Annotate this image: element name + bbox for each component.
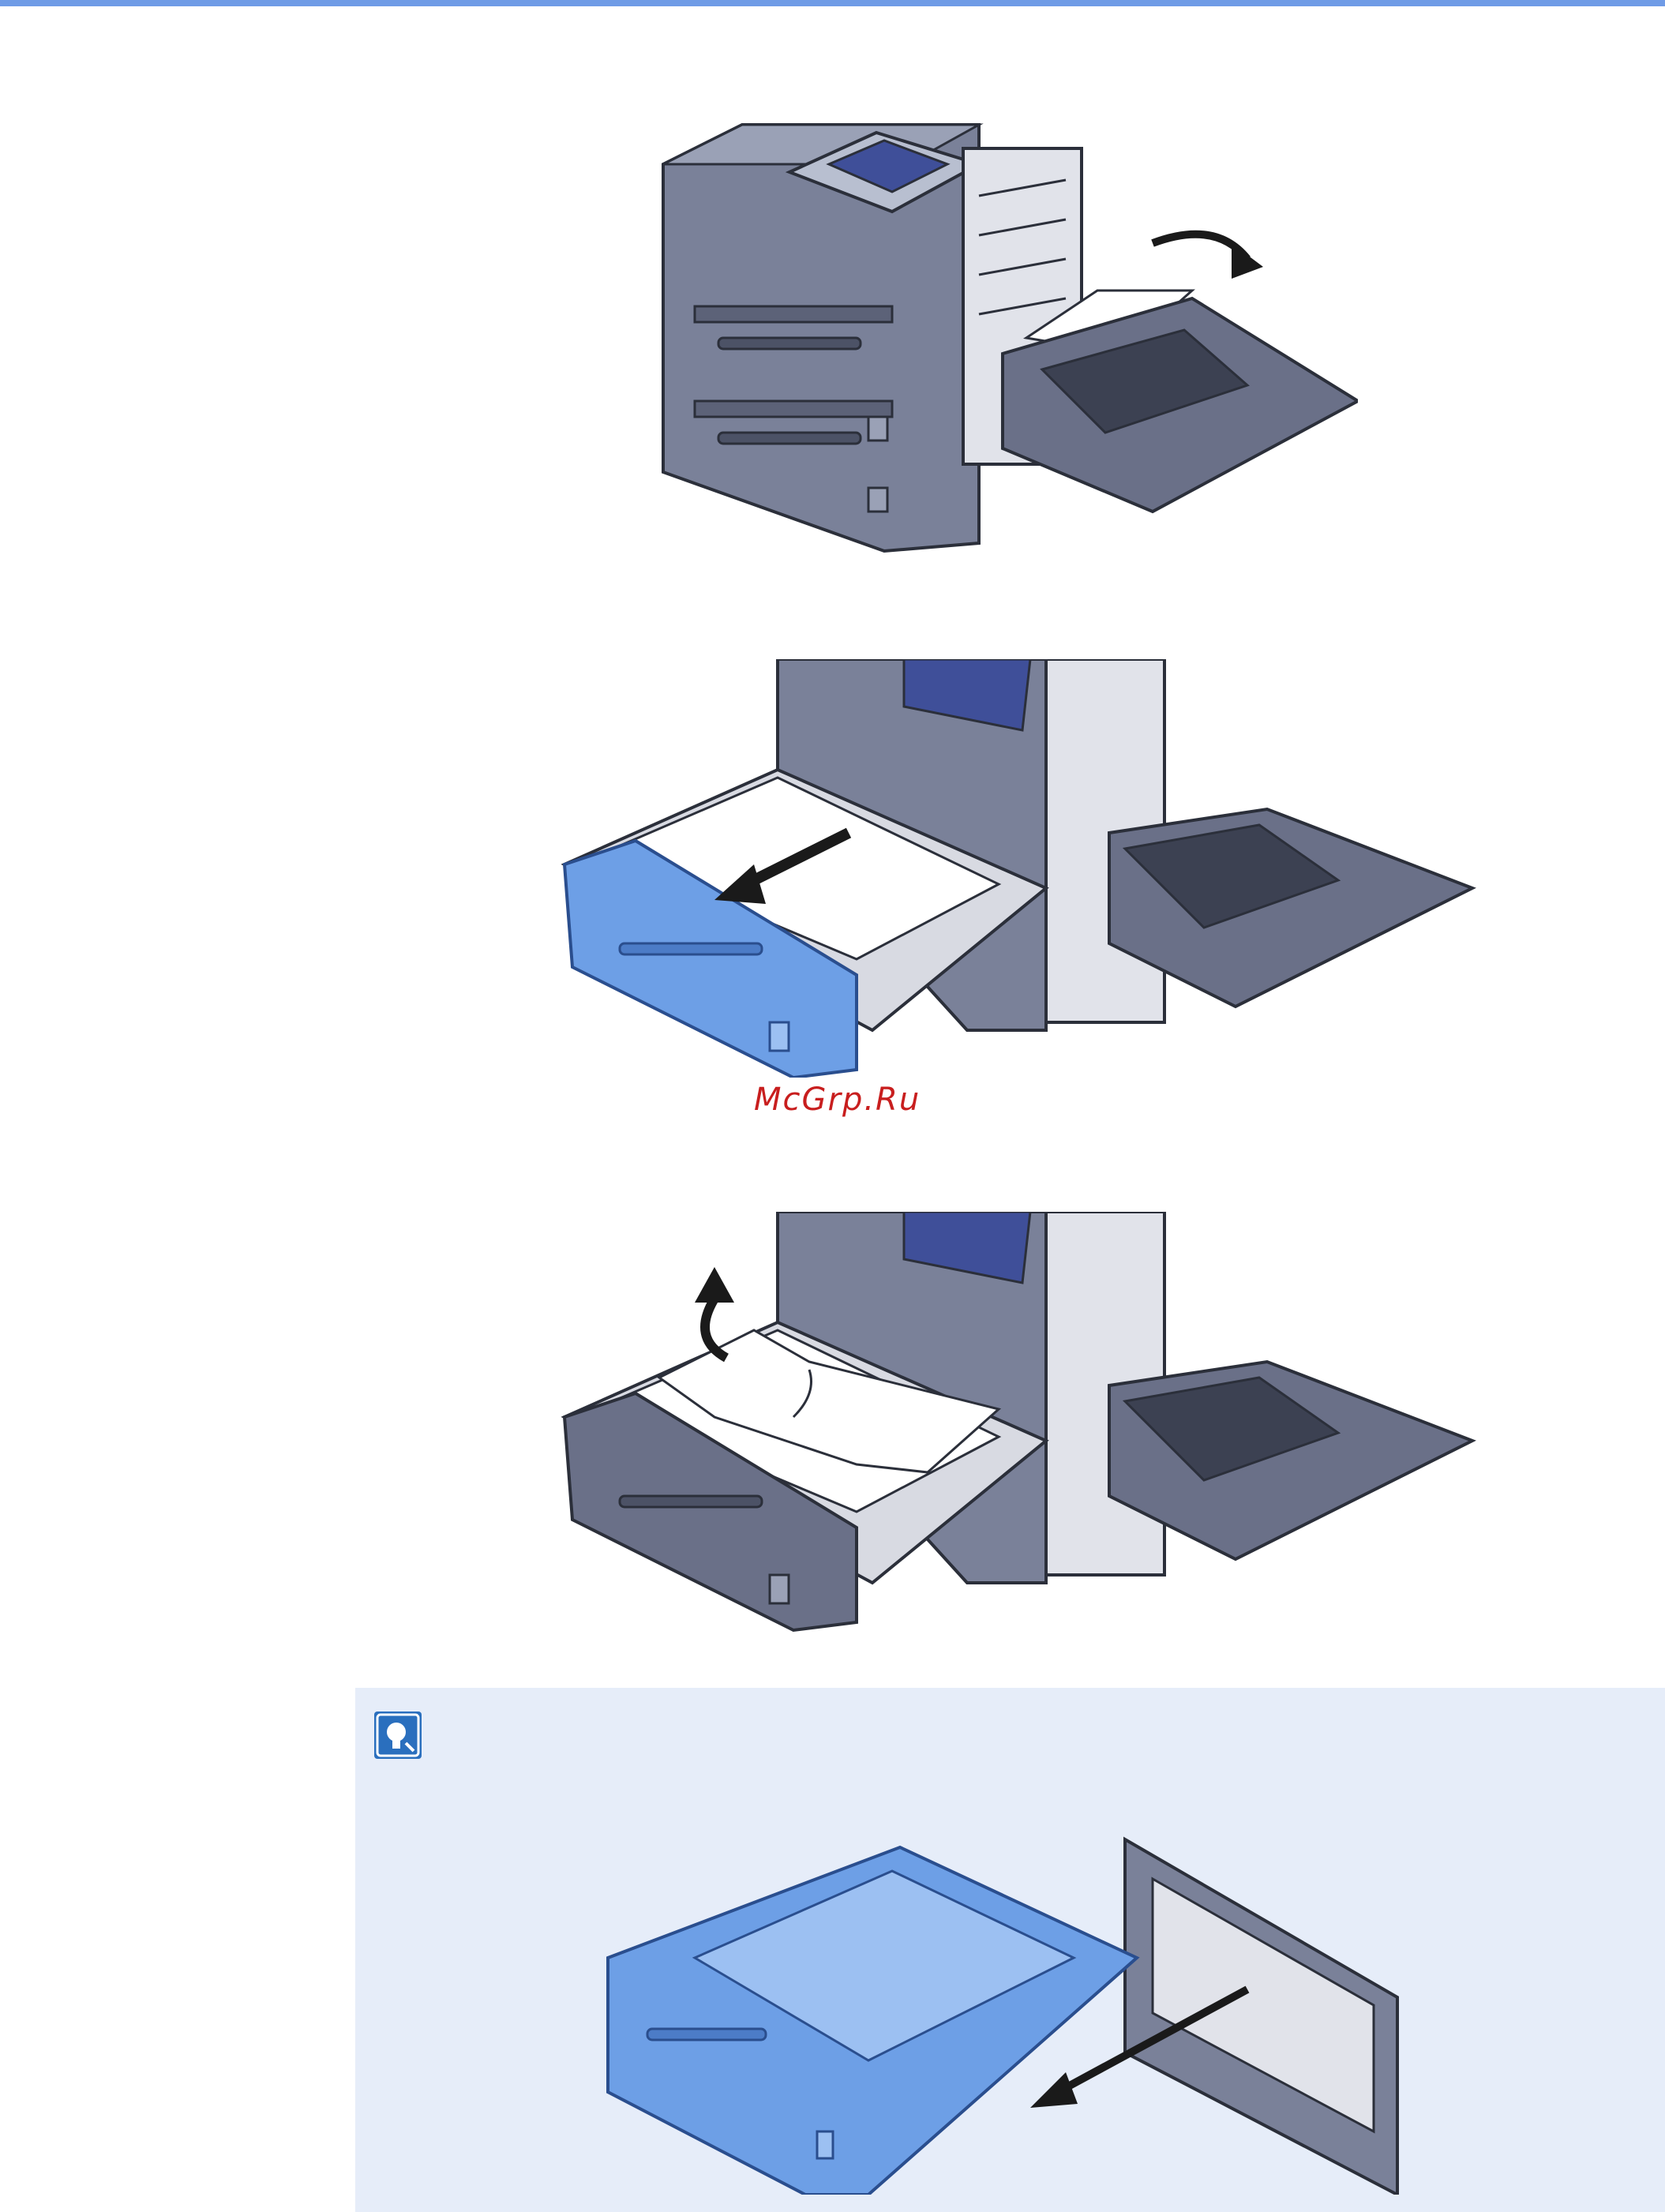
hint-illustration xyxy=(600,1824,1413,2195)
hint-lightbulb-icon xyxy=(374,1711,422,1759)
watermark-text: McGrp.Ru xyxy=(754,1082,921,1118)
top-accent-bar xyxy=(0,0,1665,6)
step-1-illustration xyxy=(647,101,1358,559)
step-3-illustration xyxy=(557,1212,1480,1638)
step-2-illustration xyxy=(557,659,1480,1078)
